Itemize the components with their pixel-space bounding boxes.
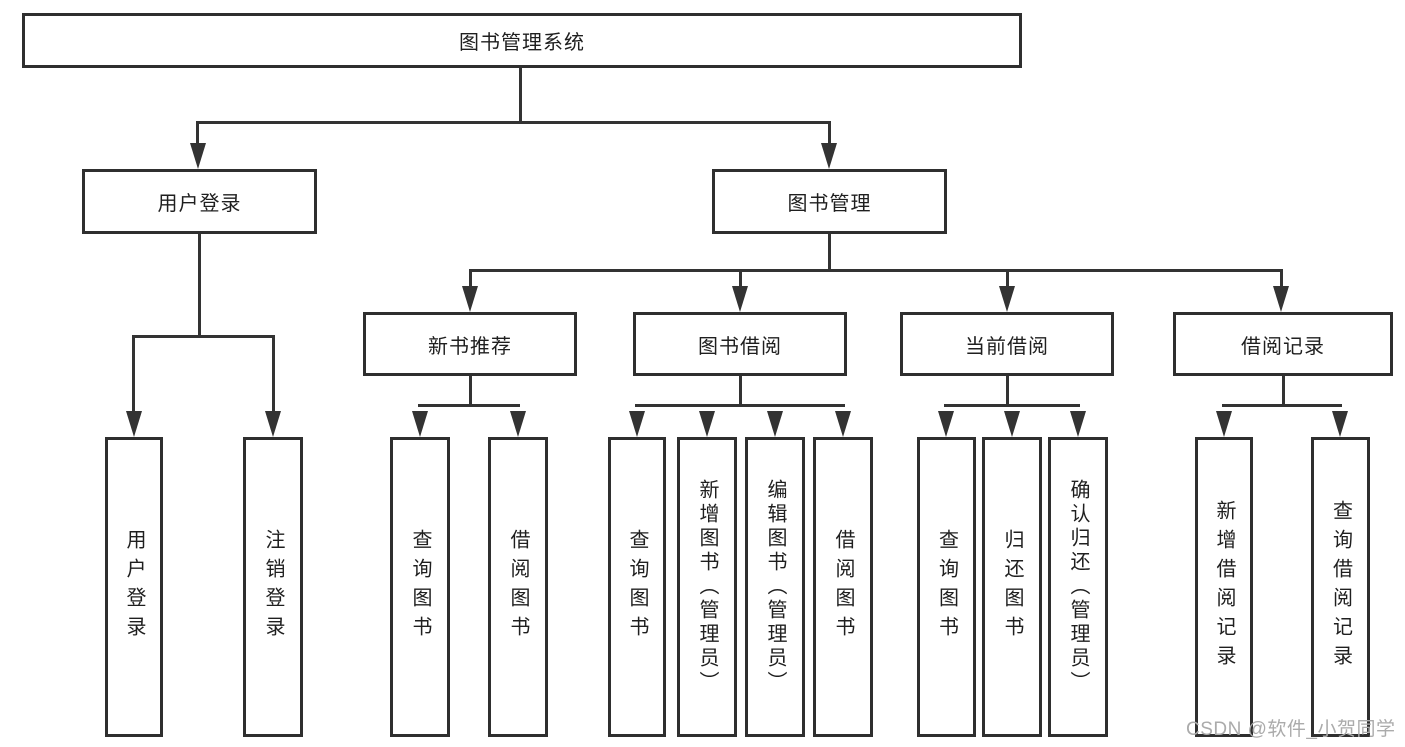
arrow-down-icon xyxy=(1332,411,1348,437)
leaf-return-books: 归还图书 xyxy=(982,437,1042,737)
arrow-down-icon xyxy=(462,286,478,312)
arrow-down-icon xyxy=(1070,411,1086,437)
connector-book-management-stem xyxy=(828,234,831,272)
leaf-query-borrow-record: 查询借阅记录 xyxy=(1311,437,1370,737)
arrow-down-icon xyxy=(510,411,526,437)
arrow-down-icon xyxy=(126,411,142,437)
leaf-logout-login-label: 注销登录 xyxy=(262,529,284,645)
connector-drop-current xyxy=(1006,269,1009,289)
node-book-borrow-label: 图书借阅 xyxy=(698,335,782,358)
node-current-borrow-label: 当前借阅 xyxy=(965,335,1049,358)
arrow-down-icon xyxy=(265,411,281,437)
leaf-query-borrow-record-label: 查询借阅记录 xyxy=(1329,500,1352,674)
node-user-login: 用户登录 xyxy=(82,169,317,234)
leaf-query-books-borrow: 查询图书 xyxy=(608,437,666,737)
connector-root-stem xyxy=(519,68,522,123)
node-book-management-label: 图书管理 xyxy=(787,193,872,215)
connector-borrow-horizontal xyxy=(635,404,845,407)
leaf-logout-login: 注销登录 xyxy=(243,437,303,737)
leaf-query-books-recommend-label: 查询图书 xyxy=(409,529,431,645)
arrow-down-icon xyxy=(999,286,1015,312)
connector-borrow-stem xyxy=(739,376,742,406)
connector-recommend-stem xyxy=(469,376,472,406)
leaf-query-books-borrow-label: 查询图书 xyxy=(626,529,648,645)
leaf-query-books-current: 查询图书 xyxy=(917,437,976,737)
leaf-borrow-books-label: 借阅图书 xyxy=(832,529,854,645)
node-new-book-recommend-label: 新书推荐 xyxy=(428,335,512,358)
leaf-query-books-recommend: 查询图书 xyxy=(390,437,450,737)
leaf-add-books-admin-label: 新增图书（管理员） xyxy=(696,479,718,695)
connector-drop-leaf-user-login xyxy=(132,335,135,413)
arrow-down-icon xyxy=(1273,286,1289,312)
connector-recommend-horizontal xyxy=(418,404,520,407)
node-borrow-records: 借阅记录 xyxy=(1173,312,1393,376)
leaf-add-borrow-record: 新增借阅记录 xyxy=(1195,437,1253,737)
connector-records-horizontal xyxy=(1222,404,1342,407)
leaf-user-login: 用户登录 xyxy=(105,437,163,737)
arrow-down-icon xyxy=(1216,411,1232,437)
node-root-library-system: 图书管理系统 xyxy=(22,13,1022,68)
node-book-management: 图书管理 xyxy=(712,169,947,234)
connector-drop-records xyxy=(1280,269,1283,289)
arrow-down-icon xyxy=(190,143,206,169)
arrow-down-icon xyxy=(821,143,837,169)
arrow-down-icon xyxy=(412,411,428,437)
connector-current-horizontal xyxy=(944,404,1080,407)
connector-drop-book-management xyxy=(828,121,831,147)
connector-drop-leaf-logout xyxy=(272,335,275,413)
arrow-down-icon xyxy=(699,411,715,437)
arrow-down-icon xyxy=(1004,411,1020,437)
node-root-label: 图书管理系统 xyxy=(459,32,585,54)
connector-level3-horizontal xyxy=(469,269,1282,272)
arrow-down-icon xyxy=(767,411,783,437)
connector-records-stem xyxy=(1282,376,1285,406)
csdn-watermark: CSDN @软件_小贺同学 xyxy=(1186,719,1396,740)
node-book-borrow: 图书借阅 xyxy=(633,312,847,376)
connector-current-stem xyxy=(1006,376,1009,406)
leaf-add-books-admin: 新增图书（管理员） xyxy=(677,437,737,737)
connector-drop-borrow xyxy=(739,269,742,289)
leaf-add-borrow-record-label: 新增借阅记录 xyxy=(1213,500,1235,674)
node-current-borrow: 当前借阅 xyxy=(900,312,1114,376)
leaf-borrow-books-recommend-label: 借阅图书 xyxy=(507,529,529,645)
leaf-borrow-books: 借阅图书 xyxy=(813,437,873,737)
leaf-confirm-return-admin-label: 确认归还（管理员） xyxy=(1067,479,1089,695)
leaf-return-books-label: 归还图书 xyxy=(1001,529,1023,645)
arrow-down-icon xyxy=(629,411,645,437)
connector-drop-recommend xyxy=(469,269,472,289)
leaf-query-books-current-label: 查询图书 xyxy=(935,529,958,645)
node-new-book-recommend: 新书推荐 xyxy=(363,312,577,376)
connector-drop-user-login xyxy=(196,121,199,147)
leaf-borrow-books-recommend: 借阅图书 xyxy=(488,437,548,737)
node-user-login-label: 用户登录 xyxy=(157,193,242,215)
arrow-down-icon xyxy=(835,411,851,437)
leaf-user-login-label: 用户登录 xyxy=(123,529,145,645)
connector-user-login-horizontal xyxy=(132,335,275,338)
leaf-edit-books-admin: 编辑图书（管理员） xyxy=(745,437,805,737)
leaf-edit-books-admin-label: 编辑图书（管理员） xyxy=(764,479,786,695)
leaf-confirm-return-admin: 确认归还（管理员） xyxy=(1048,437,1108,737)
arrow-down-icon xyxy=(938,411,954,437)
connector-user-login-stem xyxy=(198,234,201,338)
node-borrow-records-label: 借阅记录 xyxy=(1241,335,1325,358)
arrow-down-icon xyxy=(732,286,748,312)
connector-level1-horizontal xyxy=(197,121,831,124)
